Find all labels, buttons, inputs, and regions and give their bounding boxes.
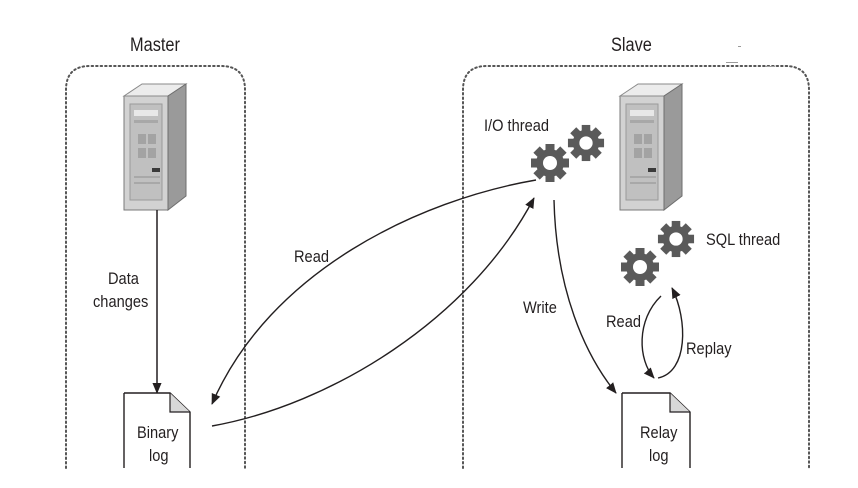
read-link-label: Read bbox=[294, 247, 329, 266]
slave-server-icon bbox=[619, 83, 683, 211]
slave-container bbox=[462, 65, 810, 469]
write-label: Write bbox=[523, 298, 557, 317]
binary-log-label-line1: Binary bbox=[137, 423, 179, 442]
scan-speck bbox=[738, 46, 741, 47]
relay-log-label-line2: log bbox=[649, 446, 669, 465]
scan-speck bbox=[726, 62, 738, 63]
data-changes-label-line2: changes bbox=[93, 292, 149, 311]
sql-thread-label: SQL thread bbox=[706, 230, 781, 249]
sql-replay-arrow bbox=[657, 287, 684, 379]
relay-log-label-line1: Relay bbox=[640, 423, 678, 442]
master-container bbox=[65, 65, 246, 469]
binary-log-label-line2: log bbox=[149, 446, 169, 465]
read-arrow-to-binary-log bbox=[211, 179, 537, 405]
binary-log-icon bbox=[123, 392, 191, 468]
relay-log-icon bbox=[621, 392, 691, 468]
io-thread-label: I/O thread bbox=[484, 116, 550, 135]
scan-speck bbox=[765, 66, 775, 67]
sql-read-arrow bbox=[641, 295, 662, 379]
master-server-icon bbox=[123, 83, 187, 211]
data-changes-label-line1: Data bbox=[108, 269, 139, 288]
sql-thread-gears-icon bbox=[621, 220, 695, 286]
slave-title: Slave bbox=[611, 35, 652, 56]
sql-read-label: Read bbox=[606, 312, 641, 331]
events-arrow-to-io-thread bbox=[211, 197, 535, 427]
replay-label: Replay bbox=[686, 339, 732, 358]
write-arrow-to-relay-log bbox=[553, 199, 617, 394]
master-title: Master bbox=[130, 35, 180, 56]
